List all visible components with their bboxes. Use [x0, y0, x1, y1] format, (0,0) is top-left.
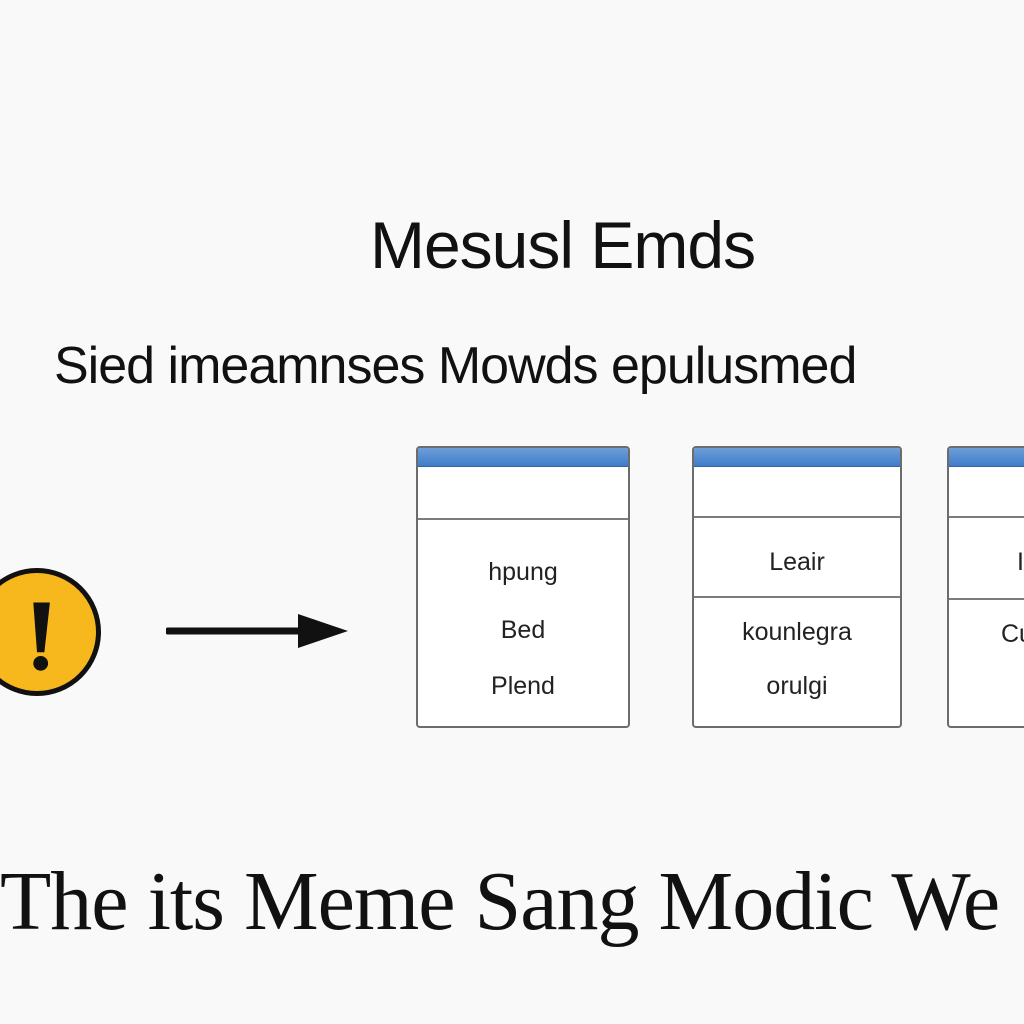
panel-1-item-2: Bed [500, 616, 546, 644]
panel-2-item-1: Leair [769, 548, 825, 576]
right-arrow-icon [166, 614, 348, 648]
panel-title-bar [694, 448, 900, 467]
panel-divider [949, 516, 1024, 518]
warning-exclamation-glyph [33, 602, 50, 671]
panel-2-item-2: kounlegra [742, 618, 852, 646]
panel-2-item-3: orulgi [766, 672, 828, 700]
panel-divider [694, 516, 900, 518]
bottom-caption: The its Meme Sang Modic We [0, 855, 1000, 948]
panel-3-item-2: Cu [1001, 620, 1024, 648]
warning-exclamation-icon [0, 568, 101, 696]
panel-divider [418, 518, 628, 520]
panel-3-item-1: I [1017, 548, 1024, 576]
window-panel-2: Leair kounlegra orulgi [692, 446, 902, 728]
window-panel-3: I Cu [947, 446, 1024, 728]
panel-divider [949, 598, 1024, 600]
panel-1-item-1: hpung [488, 558, 558, 586]
panel-title-bar [949, 448, 1024, 467]
diagram-subtitle: Sied imeamnses Mowds epulusmed [54, 337, 857, 395]
panel-1-item-3: Plend [491, 672, 555, 700]
panel-title-bar [418, 448, 628, 467]
window-panel-1: hpung Bed Plend [416, 446, 630, 728]
diagram-title: Mesusl Emds [370, 208, 756, 282]
panel-divider [694, 596, 900, 598]
